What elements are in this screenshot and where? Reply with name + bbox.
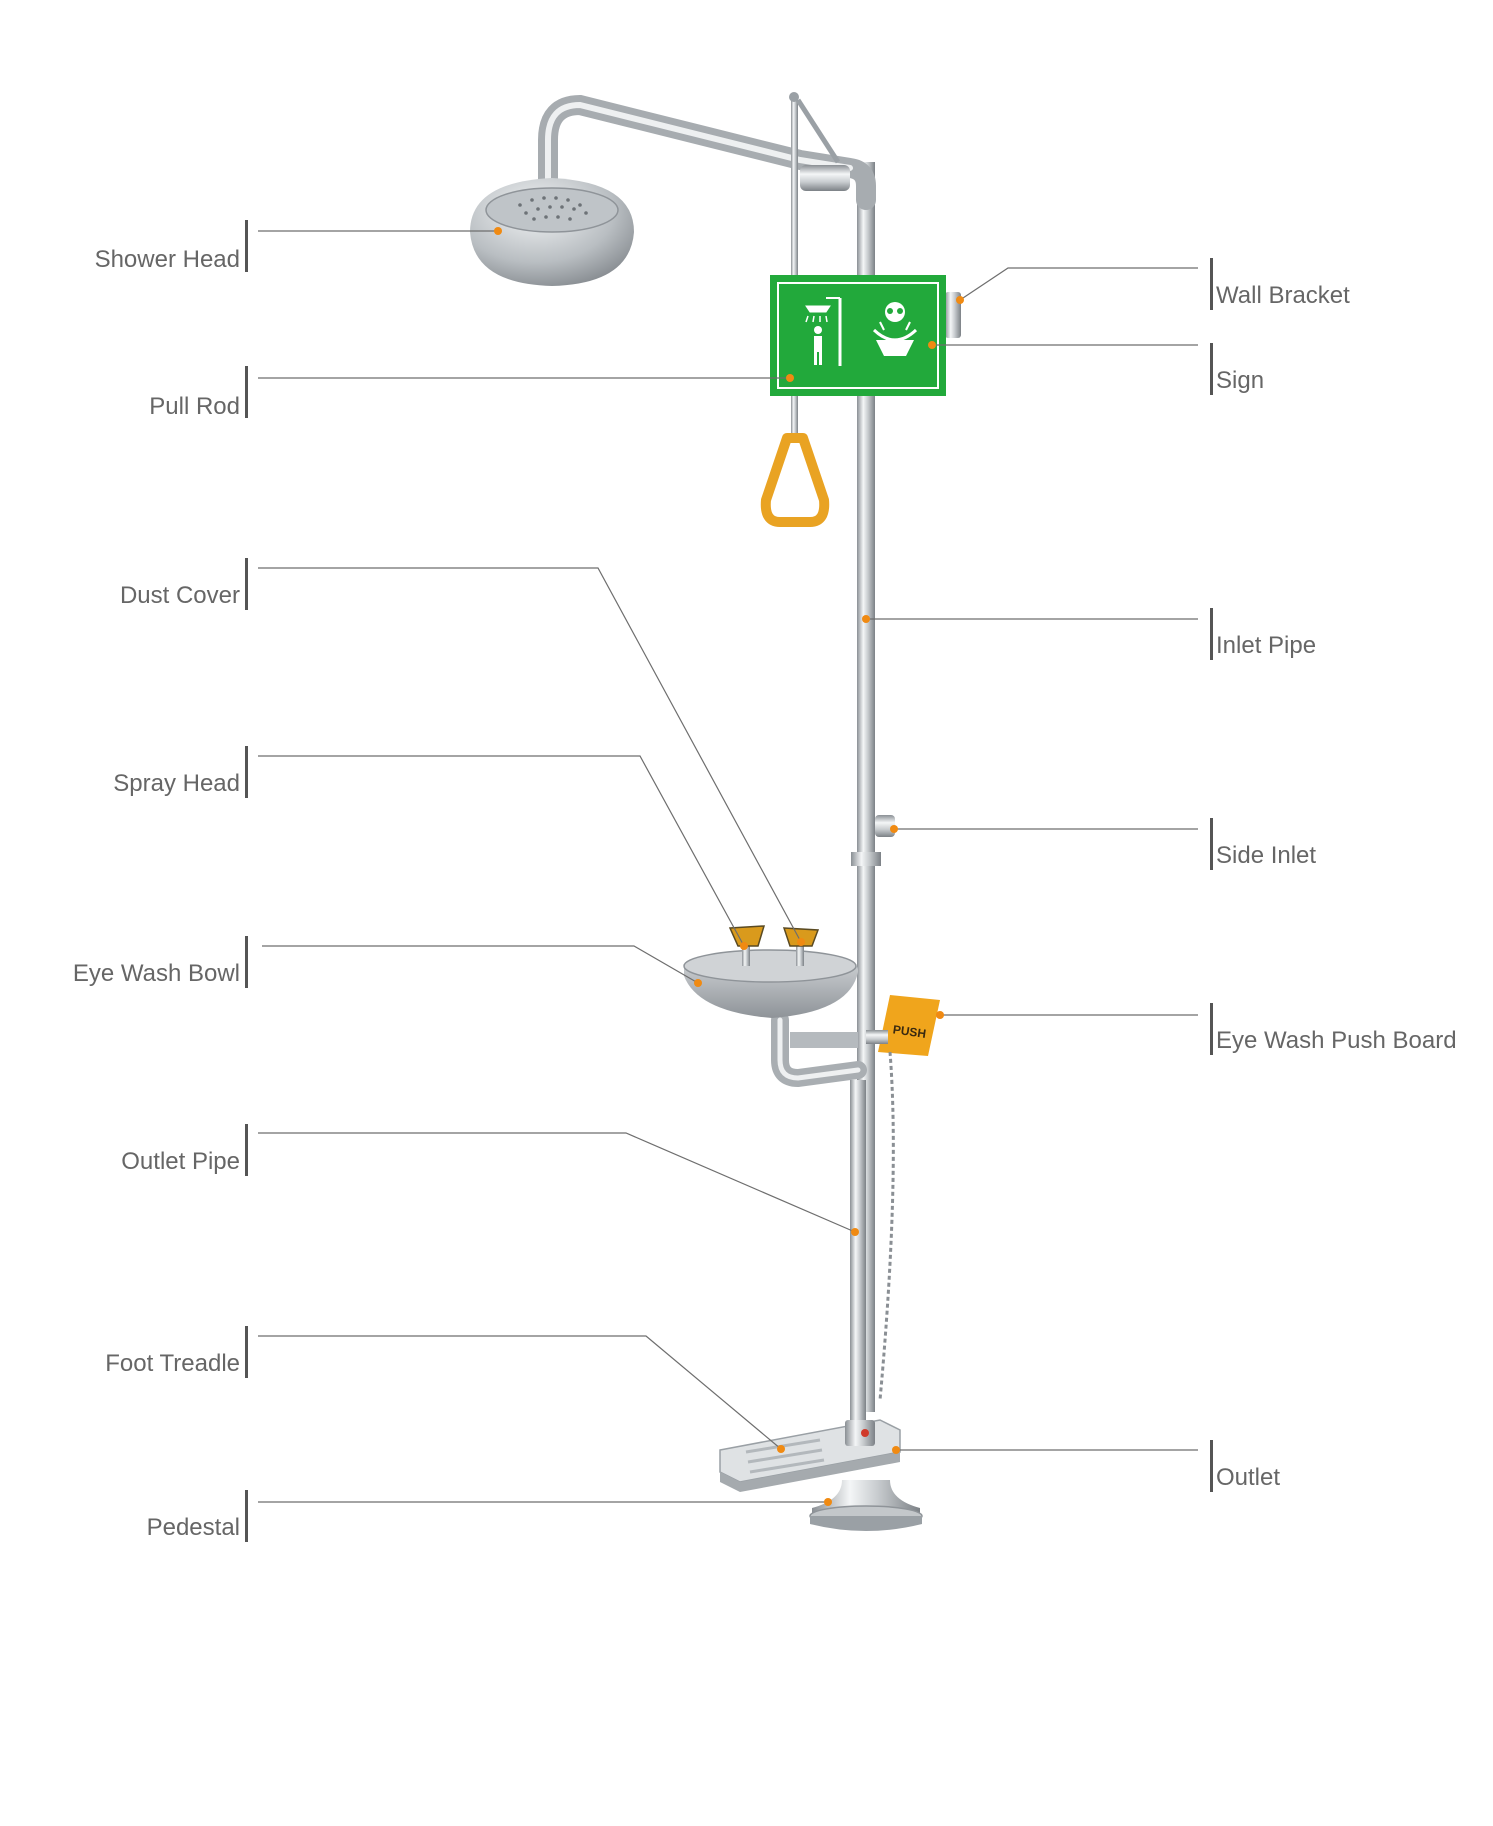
- dot-dust-cover: [797, 938, 805, 946]
- dot-foot-treadle: [777, 1445, 785, 1453]
- dot-pull-rod: [786, 374, 794, 382]
- leader-outlet-pipe: [258, 1132, 856, 1233]
- spray-head-stem-right: [796, 942, 804, 966]
- dot-eye-wash-push-board: [936, 1011, 944, 1019]
- label-foot-treadle: Foot Treadle: [105, 1350, 240, 1377]
- label-side-inlet: Side Inlet: [1216, 842, 1317, 869]
- dust-cover-right: [782, 927, 820, 947]
- safety-sign: [770, 275, 946, 396]
- dot-spray-head: [740, 942, 748, 950]
- shower-nozzle-holes: [518, 196, 588, 221]
- leader-eye-wash-bowl: [262, 945, 699, 984]
- chain: [878, 1051, 895, 1401]
- dot-sign: [928, 341, 936, 349]
- leader-foot-treadle: [258, 1335, 782, 1450]
- push-board: PUSH: [866, 995, 940, 1056]
- dot-wall-bracket: [956, 296, 964, 304]
- label-pull-rod: Pull Rod: [149, 393, 240, 420]
- dot-shower-head: [494, 227, 502, 235]
- pipe-collar: [851, 852, 881, 866]
- dot-outlet: [892, 1446, 900, 1454]
- label-pedestal: Pedestal: [146, 1514, 240, 1541]
- dust-cover-left: [728, 925, 766, 947]
- label-inlet-pipe: Inlet Pipe: [1216, 632, 1317, 659]
- label-bars: [245, 220, 1213, 1542]
- label-eye-wash-push-board: Eye Wash Push Board: [1216, 1027, 1457, 1054]
- spray-head-stem-left: [742, 942, 750, 966]
- label-shower-head: Shower Head: [94, 246, 240, 273]
- arm-fitting: [800, 165, 850, 191]
- label-dust-cover: Dust Cover: [119, 582, 240, 609]
- leader-dust-cover: [258, 567, 802, 943]
- side-inlet-stub: [875, 815, 895, 837]
- label-eye-wash-bowl: Eye Wash Bowl: [72, 960, 240, 987]
- product-illustration: PUSH: [470, 92, 961, 1531]
- dot-pedestal: [824, 1498, 832, 1506]
- eyewash-icon: [872, 302, 918, 356]
- push-board-text: PUSH: [892, 1022, 927, 1041]
- lower-outlet-pipe: [850, 1080, 866, 1420]
- leader-wall-bracket: [959, 267, 1198, 301]
- pull-rod: [791, 96, 798, 441]
- dot-inlet-pipe: [862, 615, 870, 623]
- leader-lines: [258, 230, 1198, 1503]
- label-sign: Sign: [1216, 367, 1265, 394]
- shower-head-face: [485, 187, 619, 233]
- label-outlet-pipe: Outlet Pipe: [121, 1148, 240, 1175]
- pull-handle: [760, 433, 830, 527]
- label-spray-head: Spray Head: [113, 770, 240, 797]
- dot-outlet-pipe: [851, 1228, 859, 1236]
- pedestal-shape: [809, 1480, 923, 1531]
- wall-bracket-shape: [945, 292, 961, 338]
- label-wall-bracket: Wall Bracket: [1216, 282, 1350, 309]
- safety-shower-icon: [805, 297, 842, 366]
- callout-dots: [494, 227, 964, 1506]
- dot-side-inlet: [890, 825, 898, 833]
- outlet-fitting: [845, 1420, 875, 1446]
- leader-spray-head: [258, 755, 745, 947]
- dot-eye-wash-bowl: [694, 979, 702, 987]
- label-outlet: Outlet: [1216, 1464, 1281, 1491]
